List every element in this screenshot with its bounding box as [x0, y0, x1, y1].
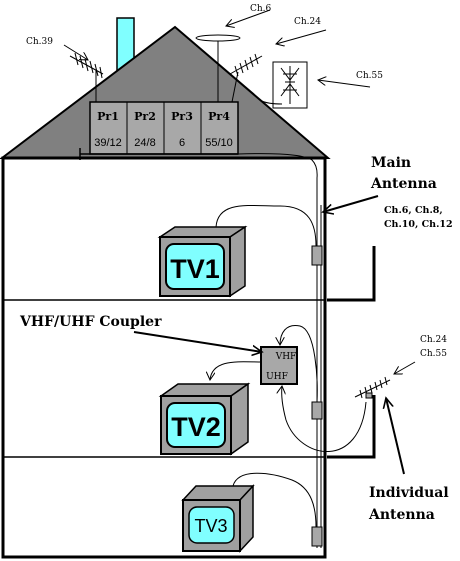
- amplifier-name: Pr4: [208, 110, 230, 123]
- tv3-cable: [232, 472, 317, 528]
- signal-label-ch39: Ch.39: [26, 37, 53, 47]
- main-antenna-label: Antenna: [370, 176, 437, 192]
- vhf-uhf-coupler: VHF UHF: [260, 346, 298, 385]
- main-antenna-label: Main: [371, 155, 411, 171]
- coupler-uhf-port: UHF: [266, 372, 288, 382]
- individual-antenna-pipe: [327, 395, 376, 459]
- amplifier-pr1: Pr1 39/12: [94, 110, 122, 149]
- coupler-cables: [210, 324, 367, 452]
- tv-label: TV2: [171, 412, 221, 442]
- mounting-pipe: [327, 246, 376, 302]
- amplifier-channels: 6: [179, 137, 185, 149]
- wall-outlet-1: [311, 245, 323, 266]
- tv3: TV3: [181, 484, 255, 553]
- main-antenna-channels: Ch.10, Ch.12: [384, 219, 453, 230]
- tv2: TV2: [158, 382, 251, 456]
- amplifier-name: Pr1: [97, 110, 119, 123]
- main-antenna-channels: Ch.6, Ch.8,: [384, 205, 443, 216]
- amplifier-channels: 39/12: [94, 137, 122, 149]
- house: [0, 17, 331, 559]
- amplifier-channels: 24/8: [134, 137, 155, 149]
- amplifier-name: Pr2: [134, 110, 156, 123]
- coupler-pointer: [133, 331, 262, 352]
- signal-arrows: [63, 9, 416, 374]
- signal-label-ch24: Ch.24: [294, 17, 321, 27]
- wall-outlet-3: [311, 526, 323, 547]
- wall-outlet-2: [311, 401, 323, 420]
- individual-antenna-ch55: Ch.55: [420, 349, 447, 359]
- antenna-ch6-dipole: [195, 34, 241, 102]
- signal-label-ch6: Ch.6: [250, 4, 272, 14]
- antenna-ch24: [229, 53, 263, 103]
- individual-antenna-label: Individual: [369, 485, 449, 501]
- amplifier-pr2: Pr2 24/8: [134, 110, 156, 149]
- tv-label: TV1: [170, 254, 220, 284]
- house-walls: [1, 156, 327, 559]
- antenna-ch55-uhf: [261, 61, 308, 109]
- tv1-cable: [215, 204, 317, 247]
- coupler-label: VHF/UHF Coupler: [19, 314, 162, 330]
- antenna-ch39: [69, 52, 104, 102]
- coupler-vhf-port: VHF: [275, 352, 297, 362]
- individual-antenna-label: Antenna: [368, 507, 435, 523]
- individual-antenna-ch24: Ch.24: [420, 335, 447, 345]
- amplifier-pr3: Pr3 6: [171, 110, 193, 149]
- individual-antenna: [354, 376, 391, 399]
- tv1: TV1: [157, 225, 248, 298]
- main-antenna-pointer: [323, 195, 379, 212]
- individual-antenna-pointer: [386, 398, 405, 475]
- amplifier-group: Pr1 39/12 Pr2 24/8 Pr3 6 Pr4 55/10: [89, 101, 239, 155]
- amplifier-channels: 55/10: [205, 137, 233, 149]
- amplifier-name: Pr3: [171, 110, 193, 123]
- tv-label: TV3: [194, 516, 227, 536]
- signal-label-ch55: Ch.55: [356, 71, 383, 81]
- amplifier-pr4: Pr4 55/10: [205, 110, 233, 149]
